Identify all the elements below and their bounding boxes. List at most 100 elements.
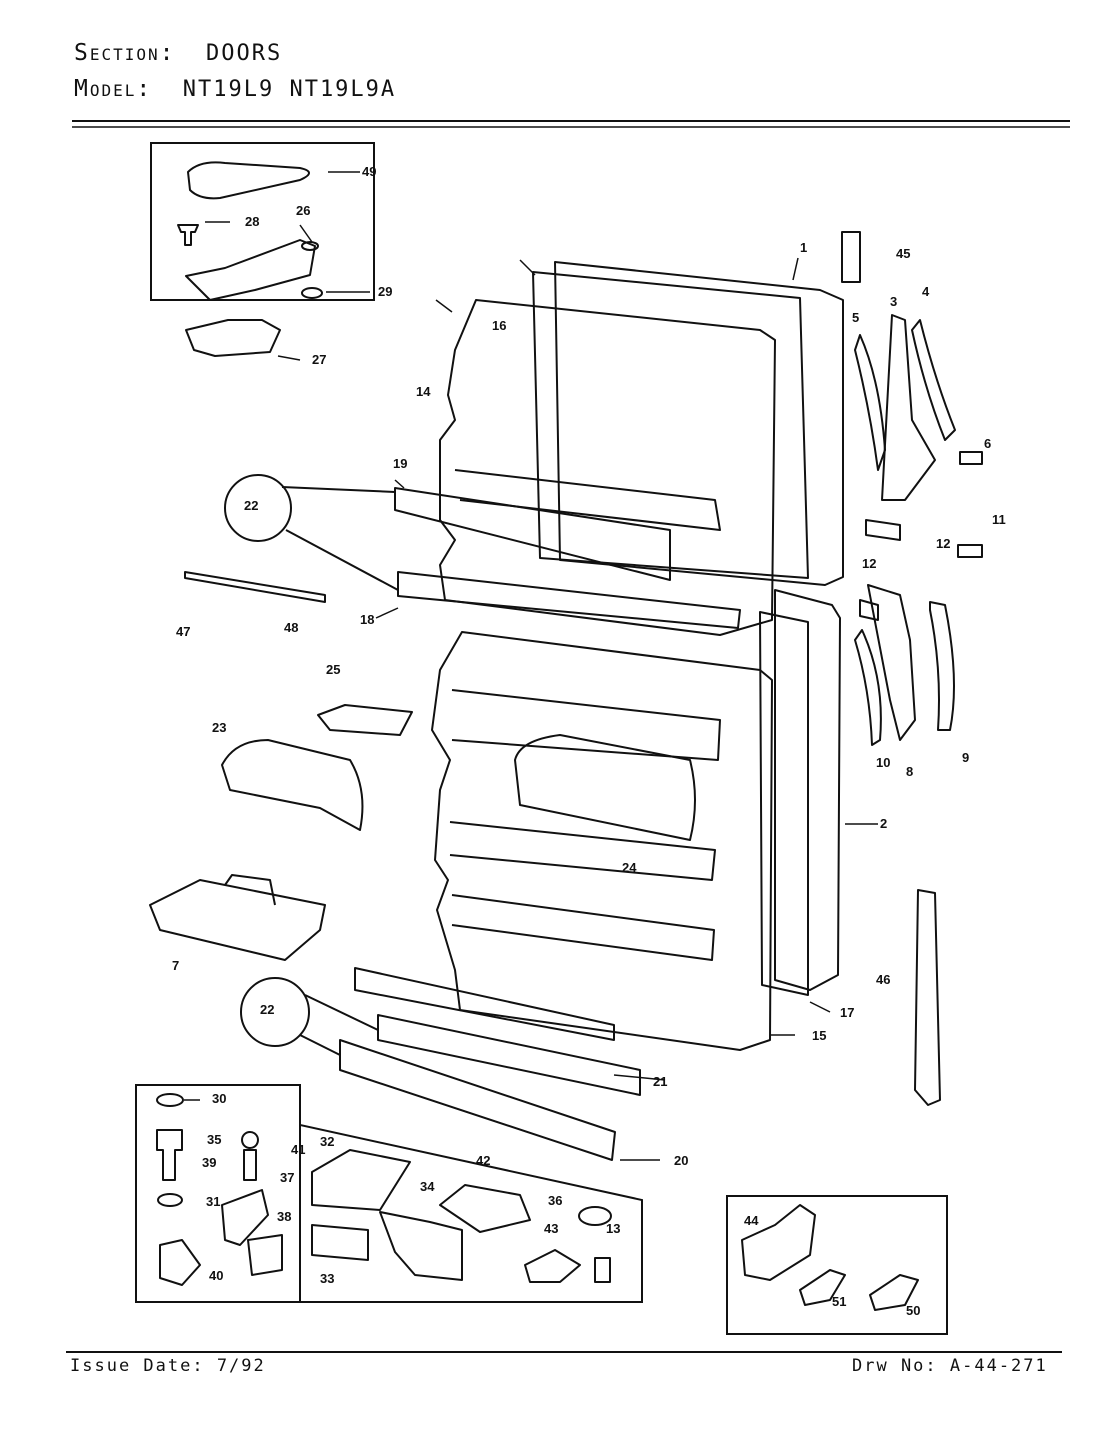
part-28-screw [177,224,199,246]
part-callout-13: 13 [606,1221,620,1236]
part-35-pin [156,1129,183,1181]
part-callout-38: 38 [277,1209,291,1224]
part-45-cap [841,231,861,283]
bottom-hinge-inset-box [135,1084,643,1303]
part-33-plate [311,1224,369,1261]
model-line: Model: NT19L9 NT19L9A [74,76,396,102]
part-36-plug [578,1206,612,1226]
part-callout-49: 49 [362,164,376,179]
part-8-hinge [867,584,916,741]
section-line: Section: DOORS [74,40,282,66]
section-label: Section: [74,40,176,66]
part-20-shelf-bar [339,1039,616,1161]
part-48-rod [184,571,326,603]
part-22-detail-top [224,474,292,542]
leader-lines [184,171,878,1161]
handle-bracket-inset-box [726,1195,948,1335]
part-callout-9: 9 [962,750,969,765]
part-callout-26: 26 [296,203,310,218]
part-43-bracket [524,1249,581,1283]
part-callout-24: 24 [622,860,637,875]
part-callout-8: 8 [906,764,913,779]
part-25-butter-tray [317,704,413,736]
part-callout-4: 4 [922,284,930,299]
part-callout-39: 39 [202,1155,216,1170]
part-18-freezer-shelf-bar [397,571,741,629]
section-value: DOORS [206,41,283,66]
part-callout-5: 5 [852,310,859,325]
part-22-leader-d [299,1034,341,1056]
part-34-plate [379,1211,463,1281]
part-callout-43: 43 [544,1221,558,1236]
part-callout-12: 12 [936,536,950,551]
part-10-hinge-cover [854,629,882,746]
part-callout-22: 22 [244,498,258,513]
model-label: Model: [74,76,153,102]
part-21-upper-bar [354,967,615,1041]
part-callout-48: 48 [284,620,298,635]
part-37-bracket [221,1189,269,1246]
fresh-food-shelf-2 [449,821,716,881]
part-4-trim [911,319,956,441]
part-callout-31: 31 [206,1194,220,1209]
part-29-washer [301,287,323,299]
part-26-hinge [185,239,316,301]
part-callout-20: 20 [674,1153,688,1168]
part-16-freezer-gasket [532,271,809,579]
part-9-trim [929,601,955,731]
part-callout-22: 22 [260,1002,274,1017]
part-31-washer [157,1193,183,1207]
part-11-block [957,544,983,558]
part-callout-23: 23 [212,720,226,735]
part-13-bolt [594,1257,611,1283]
part-callout-15: 15 [812,1028,826,1043]
part-22-leader-c [304,994,379,1031]
part-41-nut [241,1131,259,1149]
part-12-shim-upper [865,519,901,541]
part-callout-27: 27 [312,352,326,367]
part-callout-41: 41 [291,1142,305,1157]
part-27-shim [185,319,281,357]
part-2-fresh-food-outer [774,589,841,991]
part-callout-40: 40 [209,1268,223,1283]
part-17-fresh-food-gasket [759,611,809,996]
part-callout-44: 44 [744,1213,759,1228]
part-callout-1: 1 [800,240,807,255]
part-14-freezer-liner [439,299,776,636]
part-30-washer [156,1093,184,1107]
part-callout-36: 36 [548,1193,562,1208]
part-callout-3: 3 [890,294,897,309]
part-51-clip [799,1269,846,1306]
part-callout-21: 21 [653,1074,667,1089]
part-24-dairy-cover [514,734,696,841]
drawing-number: Drw No: A-44-271 [852,1356,1048,1376]
part-44-handle-bracket [741,1204,816,1281]
part-39-bolt [243,1149,257,1181]
part-3-hinge [881,314,936,501]
part-22-leader-b [285,529,399,591]
part-callout-46: 46 [876,972,890,987]
part-callout-30: 30 [212,1091,226,1106]
part-callout-33: 33 [320,1271,334,1286]
freezer-liner-shelf [454,469,721,531]
part-15-fresh-food-liner [431,631,773,1051]
hinge-kit-inset-box [150,142,375,301]
part-callout-45: 45 [896,246,910,261]
part-21-lower-bar [377,1014,641,1096]
fresh-food-shelf-3 [451,894,715,961]
part-callout-34: 34 [420,1179,435,1194]
part-49-cap [187,161,310,200]
part-callout-14: 14 [416,384,431,399]
part-callout-35: 35 [207,1132,221,1147]
part-callout-28: 28 [245,214,259,229]
part-42-plate [439,1184,531,1233]
part-callout-37: 37 [280,1170,294,1185]
part-callout-29: 29 [378,284,392,299]
model-values: NT19L9 NT19L9A [182,77,397,102]
part-22-leader-a [281,486,396,493]
part-callout-11: 11 [992,512,1006,527]
part-callout-47: 47 [176,624,190,639]
egg-tray-handle [224,874,276,906]
part-callout-19: 19 [393,456,407,471]
